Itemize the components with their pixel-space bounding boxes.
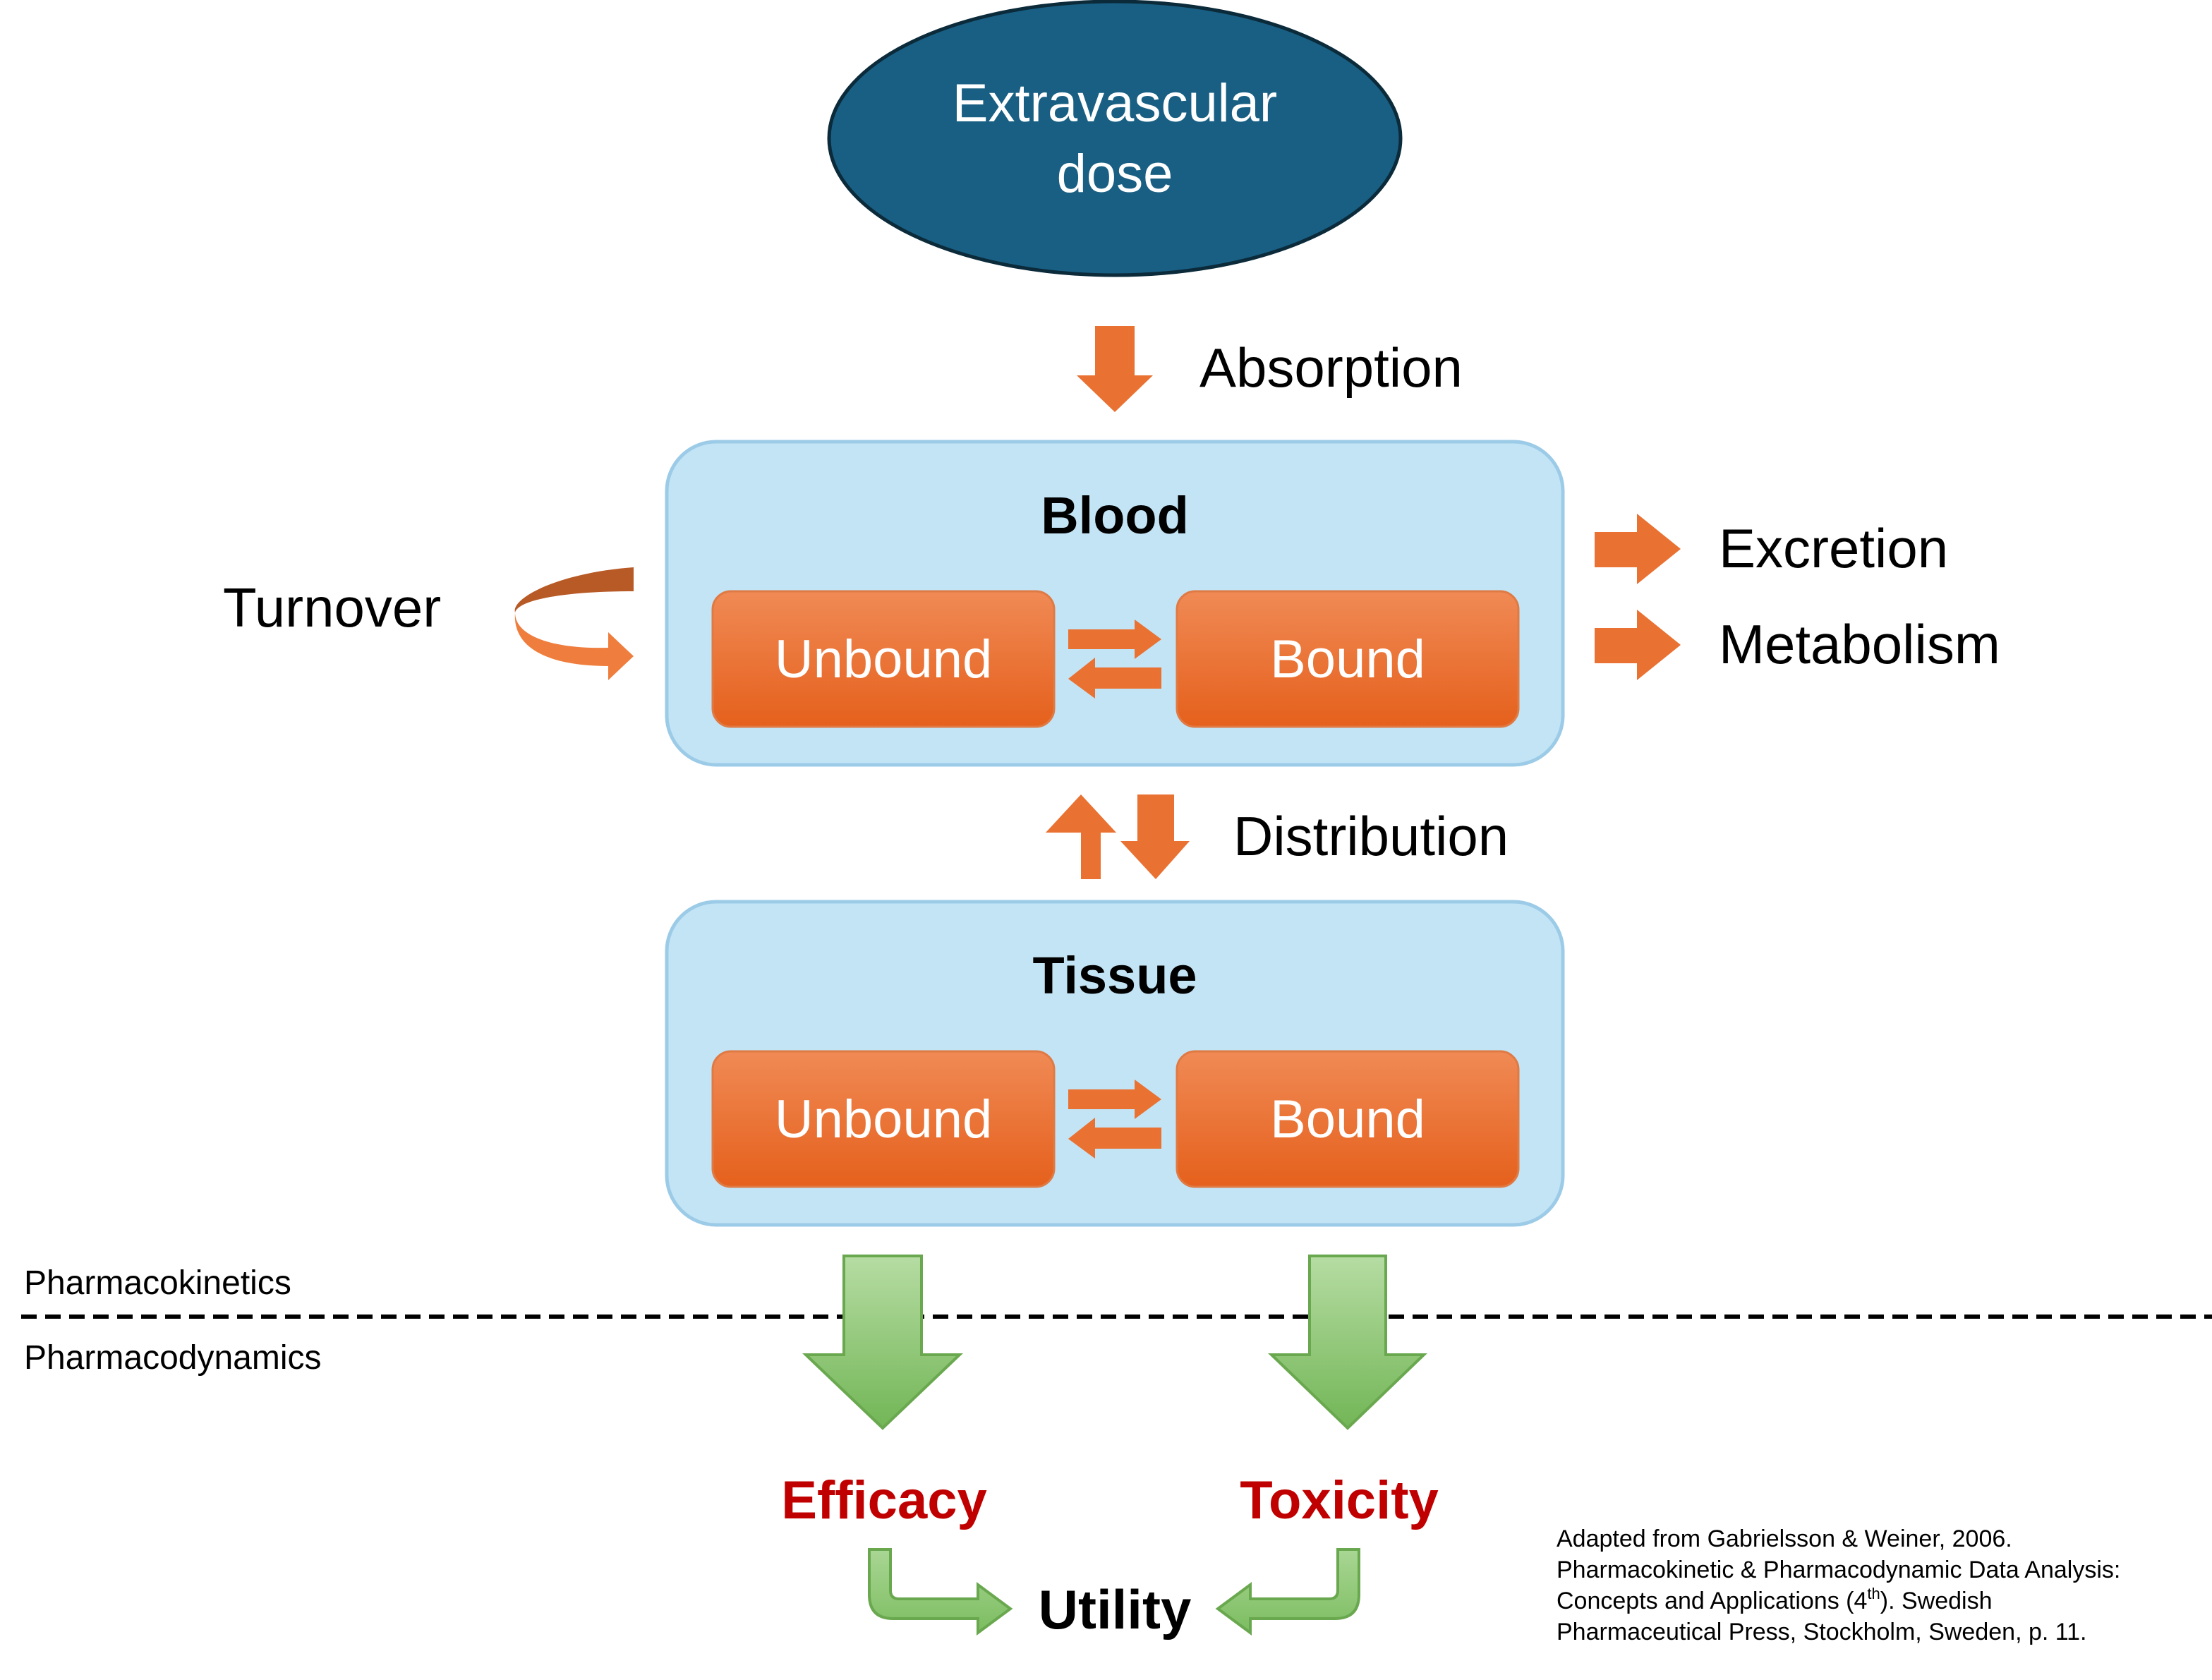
toxicity-to-utility-arrow xyxy=(1215,1548,1360,1636)
citation: Adapted from Gabrielsson & Weiner, 2006.… xyxy=(1557,1525,2120,1645)
citation-line3-post: ). Swedish xyxy=(1880,1588,1993,1614)
blood-bound-box xyxy=(1175,590,1520,728)
dose-node: Extravascular dose xyxy=(827,0,1403,277)
citation-line2: Pharmacokinetic & Pharmacodynamic Data A… xyxy=(1557,1557,2120,1583)
absorption-label: Absorption xyxy=(1199,337,1463,399)
distribution-up-arrow xyxy=(1046,794,1116,879)
efficacy-to-utility-arrow xyxy=(868,1548,1013,1636)
dose-label-line1: Extravascular xyxy=(953,73,1277,133)
tissue-equilibrium-left-arrow xyxy=(1068,1118,1161,1159)
excretion-label: Excretion xyxy=(1719,517,1948,579)
blood-equilibrium-right-arrow xyxy=(1068,620,1161,659)
pharmacokinetics-label: Pharmacokinetics xyxy=(24,1264,291,1302)
tissue-unbound-box xyxy=(711,1050,1056,1188)
metabolism-arrow xyxy=(1595,610,1681,680)
tissue-title: Tissue xyxy=(1032,946,1197,1005)
blood-unbound-label: Unbound xyxy=(775,629,993,689)
toxicity-arrow xyxy=(1268,1255,1427,1430)
tissue-bound-label: Bound xyxy=(1270,1089,1425,1149)
tissue-bound-box xyxy=(1175,1050,1520,1188)
efficacy-arrow xyxy=(802,1255,963,1430)
turnover-arrow xyxy=(514,567,634,680)
citation-line3-sup: th xyxy=(1867,1585,1880,1602)
metabolism-label: Metabolism xyxy=(1719,613,2000,675)
blood-unbound-box xyxy=(711,590,1056,728)
excretion-arrow xyxy=(1595,514,1681,584)
toxicity-label: Toxicity xyxy=(1240,1470,1439,1530)
blood-equilibrium-left-arrow xyxy=(1068,658,1161,699)
dose-label-line2: dose xyxy=(1057,144,1173,204)
turnover-label: Turnover xyxy=(223,576,441,639)
tissue-equilibrium-right-arrow xyxy=(1068,1080,1161,1119)
pharmacodynamics-label: Pharmacodynamics xyxy=(24,1339,322,1377)
citation-line3-pre: Concepts and Applications (4 xyxy=(1557,1588,1867,1614)
distribution-down-arrow xyxy=(1120,794,1190,879)
blood-bound-label: Bound xyxy=(1270,629,1425,689)
citation-line3: Concepts and Applications (4th). Swedish xyxy=(1557,1585,1992,1614)
efficacy-label: Efficacy xyxy=(781,1470,987,1530)
utility-label: Utility xyxy=(1039,1578,1192,1640)
tissue-unbound-label: Unbound xyxy=(775,1089,993,1149)
citation-line1: Adapted from Gabrielsson & Weiner, 2006. xyxy=(1557,1525,2012,1552)
blood-title: Blood xyxy=(1041,486,1189,545)
tissue-compartment: Tissue Unbound Bound xyxy=(665,900,1565,1227)
absorption-arrow xyxy=(1077,326,1153,412)
citation-line4: Pharmaceutical Press, Stockholm, Sweden,… xyxy=(1557,1619,2087,1645)
blood-compartment: Blood Unbound Bound xyxy=(665,440,1565,767)
distribution-label: Distribution xyxy=(1233,805,1509,867)
